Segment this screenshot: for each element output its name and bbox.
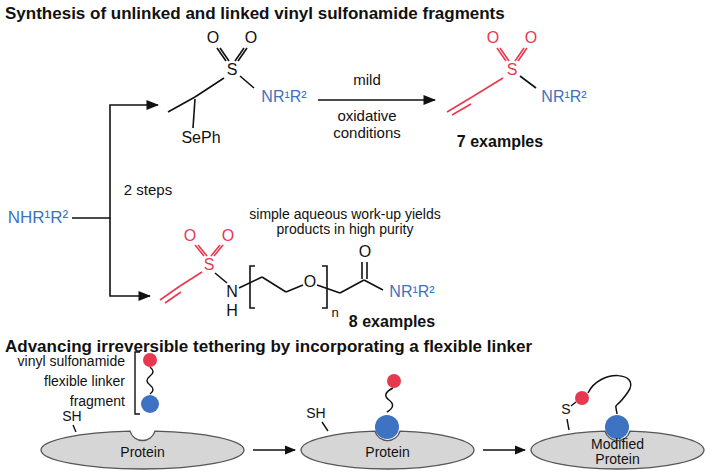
protein-shape: Protein — [40, 426, 245, 470]
atom-label: O — [245, 29, 257, 47]
atom-label: H — [226, 302, 238, 320]
atom-label: S — [227, 61, 238, 79]
bond — [361, 262, 363, 279]
warhead-ball — [387, 374, 401, 388]
bond — [452, 104, 471, 115]
part-label: fragment — [70, 394, 125, 409]
thioether-bond — [567, 419, 569, 430]
example-count: 7 examples — [457, 133, 543, 151]
fragment-ball — [141, 395, 159, 413]
thiol-bond — [322, 422, 328, 431]
atom-label: O — [184, 227, 196, 245]
bond — [240, 76, 254, 88]
bond — [235, 48, 244, 61]
bond — [160, 286, 180, 300]
bond — [168, 97, 195, 112]
linker — [386, 388, 393, 412]
thioether-bond — [571, 402, 576, 406]
thiol-label: SH — [62, 409, 81, 424]
part-label: flexible linker — [44, 374, 125, 389]
bond — [364, 280, 383, 290]
bond — [472, 78, 503, 97]
atom-label: SePh — [181, 129, 220, 147]
reaction-arrow — [483, 449, 525, 451]
bracket — [135, 352, 140, 414]
thioether-label: S — [561, 402, 570, 417]
bond — [198, 245, 207, 256]
condition-text: oxidative conditions — [327, 108, 407, 141]
fragment-ball — [375, 415, 399, 439]
linker-bonds — [215, 262, 383, 308]
bond — [211, 245, 220, 256]
amine-group: NR¹R² — [541, 88, 586, 106]
bond — [366, 262, 368, 279]
fragment-ball — [605, 415, 629, 439]
example-count: 8 examples — [349, 313, 435, 331]
thiol-label: SH — [306, 406, 325, 421]
atom-label: O — [222, 227, 234, 245]
condition-text: mild — [353, 72, 381, 89]
modified-protein-shape: Modified Protein — [530, 426, 705, 470]
bond — [317, 285, 340, 293]
vinyl-sulfonamide-bonds — [447, 48, 536, 115]
bond — [180, 272, 202, 286]
protein-label: Protein — [40, 426, 245, 460]
bond — [215, 273, 227, 283]
bond — [262, 277, 286, 292]
repeat-index: n — [331, 306, 338, 320]
reaction-arrow — [318, 99, 435, 101]
condition-text: 2 steps — [124, 182, 172, 199]
bond — [520, 76, 536, 88]
warhead-ball — [575, 391, 589, 405]
protein-label: Protein — [300, 426, 475, 460]
bond — [340, 280, 364, 293]
bond — [286, 285, 303, 292]
amine-group: NR¹R² — [389, 283, 434, 301]
atom-label: N — [226, 283, 238, 301]
bond — [165, 292, 181, 303]
atom-label: S — [507, 61, 518, 79]
atom-label: O — [359, 243, 371, 261]
protein-shape: Protein — [300, 426, 475, 470]
atom-label: S — [204, 256, 215, 274]
amine-group: NR¹R² — [261, 88, 306, 106]
bond — [500, 48, 509, 61]
atom-label: O — [487, 29, 499, 47]
reaction-arrow — [110, 218, 150, 296]
atom-label: O — [304, 273, 316, 291]
bond — [220, 48, 229, 61]
linker — [588, 376, 631, 414]
linker — [147, 367, 153, 394]
selenide-bonds — [168, 48, 254, 128]
bond — [195, 78, 224, 97]
bond — [193, 99, 195, 128]
atom-label: O — [207, 29, 219, 47]
figure-title: Synthesis of unlinked and linked vinyl s… — [5, 5, 505, 24]
note-text: simple aqueous work-up yields products i… — [240, 207, 450, 238]
thiol-bond — [73, 425, 76, 432]
bond — [515, 48, 524, 61]
linked-product-bonds — [160, 245, 223, 303]
atom-label: O — [525, 29, 537, 47]
reaction-arrow — [72, 105, 158, 218]
part-label: vinyl sulfonamide — [18, 354, 125, 369]
protein-label: Modified Protein — [578, 426, 658, 468]
reaction-arrow — [253, 449, 295, 451]
repeat-bracket — [250, 266, 255, 308]
reagent-formula: NHR¹R² — [8, 209, 68, 228]
repeat-bracket — [322, 266, 327, 308]
